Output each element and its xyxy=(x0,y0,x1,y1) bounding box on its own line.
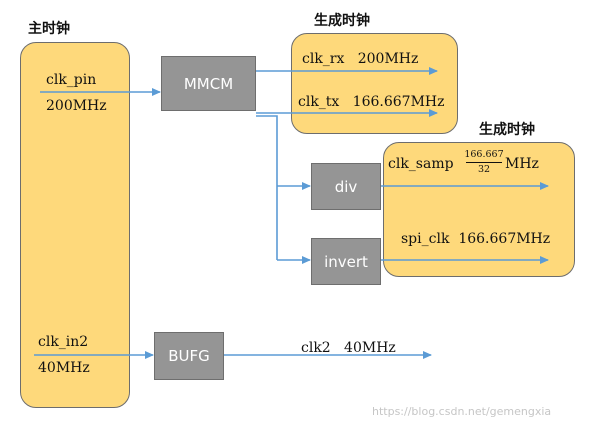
watermark: https://blog.csdn.net/gemengxia xyxy=(372,405,552,418)
clk2-label: clk2 40MHz xyxy=(301,340,396,356)
generated-clock-title-1: 生成时钟 xyxy=(314,13,370,29)
div-block: div xyxy=(311,163,381,210)
clk-samp-unit: MHz xyxy=(505,156,539,172)
clk-rx-label: clk_rx 200MHz xyxy=(302,51,419,67)
clk-samp-numerator: 166.667 xyxy=(464,149,504,160)
wire-mmcm-branch xyxy=(256,115,278,260)
clk-samp-denominator: 32 xyxy=(477,164,491,175)
clk-pin-label: clk_pin xyxy=(46,72,97,88)
clk-in2-label: clk_in2 xyxy=(38,334,89,350)
generated-clock-region-2 xyxy=(383,142,575,277)
mmcm-block: MMCM xyxy=(161,56,256,111)
clk-in2-freq: 40MHz xyxy=(38,360,90,376)
clk-tx-label: clk_tx 166.667MHz xyxy=(298,94,445,110)
clk-samp-fraction-bar xyxy=(466,162,502,163)
main-clock-region xyxy=(20,42,130,408)
clk-pin-freq: 200MHz xyxy=(46,98,107,114)
spi-clk-label: spi_clk 166.667MHz xyxy=(401,231,551,247)
generated-clock-title-2: 生成时钟 xyxy=(479,122,535,138)
bufg-block: BUFG xyxy=(154,332,224,380)
clk-samp-label: clk_samp xyxy=(388,156,454,172)
main-clock-title: 主时钟 xyxy=(28,21,70,37)
invert-block: invert xyxy=(311,238,381,285)
generated-clock-region-1 xyxy=(291,33,458,134)
